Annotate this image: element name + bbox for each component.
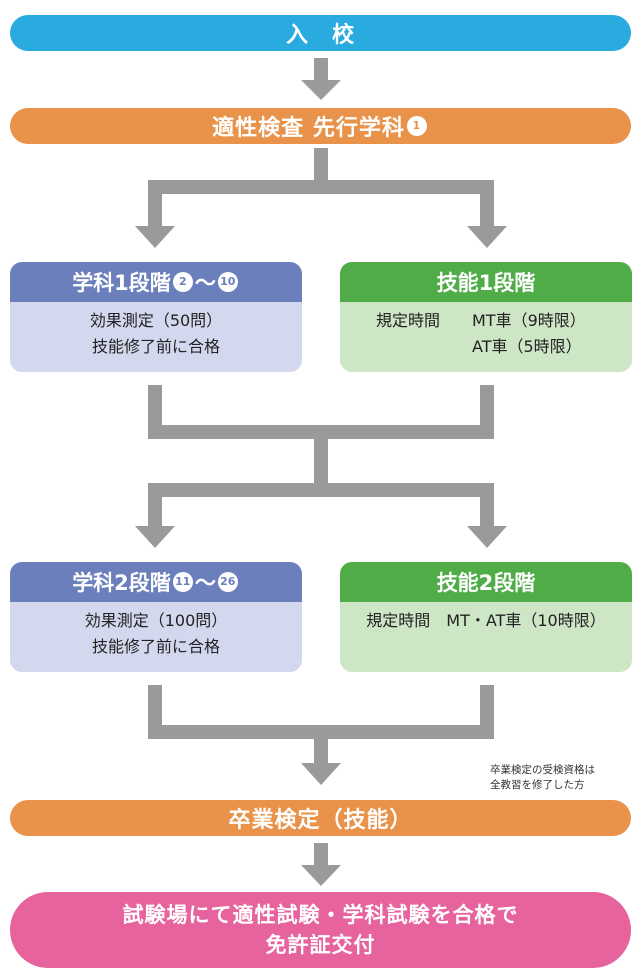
final-line-2: 免許証交付 <box>265 933 376 957</box>
gino2-line: 規定時間 MT・AT車（10時限） <box>366 611 606 630</box>
enroll-step: 入 校 <box>10 15 631 51</box>
enroll-label: 入 校 <box>285 23 355 48</box>
gakka1-title: 学科1段階 <box>72 271 171 295</box>
gakka1-body: 効果測定（50問） 技能修了前に合格 <box>10 302 302 372</box>
gino2-box: 技能2段階 規定時間 MT・AT車（10時限） <box>340 562 632 672</box>
gakka1-header: 学科1段階 2 〜 10 <box>10 262 302 302</box>
gakka1-tilde: 〜 <box>194 271 216 295</box>
gakka2-body: 効果測定（100問） 技能修了前に合格 <box>10 602 302 672</box>
gakka1-end-badge: 10 <box>217 272 238 292</box>
gakka2-tilde: 〜 <box>194 571 216 595</box>
note-line-1: 卒業検定の受検資格は <box>490 764 595 776</box>
gino1-line-2: AT車（5時限） <box>376 334 632 360</box>
gakka2-box: 学科2段階 11 〜 26 効果測定（100問） 技能修了前に合格 <box>10 562 302 672</box>
gino2-header: 技能2段階 <box>340 562 632 602</box>
gakka2-start-badge: 11 <box>172 572 193 592</box>
exam-eligibility-note: 卒業検定の受検資格は 全教習を修了した方 <box>490 763 595 793</box>
gino2-body: 規定時間 MT・AT車（10時限） <box>340 602 632 672</box>
gakka2-line-1: 効果測定（100問） <box>84 611 228 630</box>
gakka1-box: 学科1段階 2 〜 10 効果測定（50問） 技能修了前に合格 <box>10 262 302 372</box>
gakka2-end-badge: 26 <box>217 572 238 592</box>
final-step: 試験場にて適性試験・学科試験を合格で 免許証交付 <box>10 892 631 968</box>
aptitude-number-badge: 1 <box>406 116 427 136</box>
gakka2-title: 学科2段階 <box>72 571 171 595</box>
gino1-box: 技能1段階 規定時間 MT車（9時限） AT車（5時限） <box>340 262 632 372</box>
gino1-body: 規定時間 MT車（9時限） AT車（5時限） <box>340 302 632 372</box>
gino1-line-1: 規定時間 MT車（9時限） <box>376 308 632 334</box>
gakka1-line-1: 効果測定（50問） <box>89 311 223 330</box>
gino1-label: 規定時間 <box>376 311 441 330</box>
gakka2-line-2: 技能修了前に合格 <box>91 637 220 656</box>
final-line-1: 試験場にて適性試験・学科試験を合格で <box>122 903 519 927</box>
gino1-header: 技能1段階 <box>340 262 632 302</box>
graduation-step: 卒業検定（技能） <box>10 800 631 836</box>
graduation-label: 卒業検定（技能） <box>228 808 413 833</box>
gakka1-line-2: 技能修了前に合格 <box>91 337 220 356</box>
gakka1-start-badge: 2 <box>172 272 193 292</box>
gino2-title: 技能2段階 <box>436 571 536 595</box>
aptitude-label: 適性検査 先行学科 <box>212 116 405 141</box>
gakka2-header: 学科2段階 11 〜 26 <box>10 562 302 602</box>
gino1-mt: MT車（9時限） <box>472 311 586 330</box>
gino1-title: 技能1段階 <box>436 271 536 295</box>
gino1-at: AT車（5時限） <box>472 337 582 356</box>
aptitude-step: 適性検査 先行学科 1 <box>10 108 631 144</box>
note-line-2: 全教習を修了した方 <box>490 779 585 791</box>
